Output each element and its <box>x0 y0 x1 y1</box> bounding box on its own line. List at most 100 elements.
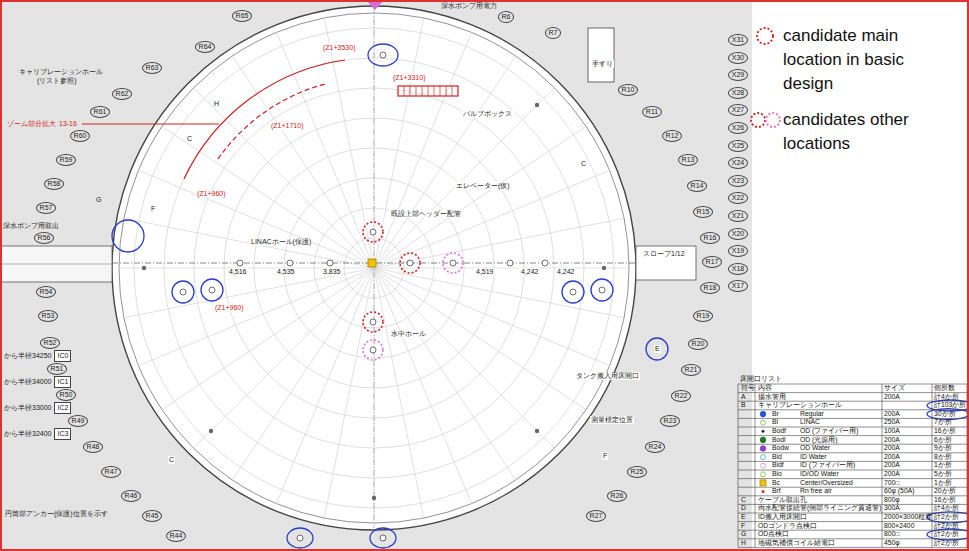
plan-label: バルブボックス <box>462 110 513 118</box>
table-cell: 800φ <box>884 496 900 505</box>
tag-text: R13 <box>682 156 695 164</box>
table-cell: E <box>741 513 746 522</box>
ring-tag: R25 <box>627 466 648 478</box>
ring-tag: R18 <box>700 282 721 294</box>
table-cell: サイズ <box>884 384 905 393</box>
plan-label: スロープ1/12 <box>642 250 686 258</box>
ring-tag: R24 <box>645 441 666 453</box>
table-cell: 個所数 <box>934 384 955 393</box>
table-cell: 計4か所 <box>934 393 959 402</box>
table-cell: 5か所 <box>934 470 952 479</box>
tag-text: X31 <box>732 36 744 44</box>
table-cell: Regular <box>800 410 824 419</box>
table-cell: 700□ <box>884 479 899 488</box>
table-cell: 計2か所 <box>934 513 959 522</box>
table-cell: 300A <box>884 504 900 513</box>
table-cell: 符号 <box>741 384 755 393</box>
table-cell: 1か所 <box>934 479 952 488</box>
table-cell: 20か所 <box>934 487 956 496</box>
radius-tag: IC2 <box>54 402 71 414</box>
tag-text: R65 <box>236 12 249 20</box>
plan-label: G <box>95 196 102 204</box>
table-cell: G <box>741 530 746 539</box>
table-cell: LINAC <box>800 418 820 427</box>
plan-label: 4,516 <box>228 268 248 276</box>
tag-text: R64 <box>199 43 212 51</box>
axis-tag: X25 <box>728 140 748 152</box>
tag-text: X19 <box>732 247 744 255</box>
plan-label: 水中ホール <box>390 330 427 338</box>
tag-text: X22 <box>732 194 744 202</box>
table-cell: 250A <box>884 418 900 427</box>
plan-label: (リスト参照) <box>36 77 78 85</box>
ring-tag: R48 <box>83 441 104 453</box>
ring-tag: R10 <box>618 84 639 96</box>
tag-text: R20 <box>692 340 705 348</box>
plan-label: 深水ポンプ用取出 <box>2 222 60 230</box>
tag-text: X18 <box>732 265 744 273</box>
radius-label: から半径33000 <box>3 404 52 412</box>
plan-label: (Z1+1710) <box>270 122 305 130</box>
tag-text: R24 <box>649 443 662 451</box>
table-cell: OD点検口 <box>758 530 789 539</box>
tag-text: R49 <box>72 417 85 425</box>
table-cell: 計103か所 <box>934 401 966 410</box>
table-cell: ID (ファイバー用) <box>800 461 855 470</box>
small-holes <box>142 103 606 500</box>
legend-text: candidates other locations <box>783 108 943 156</box>
table-cell: 揚水管用 <box>758 393 786 402</box>
tag-text: X28 <box>732 89 744 97</box>
ring-tag: R22 <box>671 390 692 402</box>
ring-tag: R15 <box>693 206 714 218</box>
plan-label: 既設上部ヘッダー配管 <box>390 210 462 218</box>
table-cell: 計2か所 <box>934 530 959 539</box>
axis-tag: X30 <box>728 52 748 64</box>
tag-text: R18 <box>704 284 717 292</box>
table-cell: Rn free air <box>800 487 832 496</box>
slope <box>636 246 696 280</box>
tank-floor <box>112 6 636 530</box>
ring-tag: R63 <box>142 62 163 74</box>
center-hole <box>368 259 376 267</box>
plan-label: 4,242 <box>520 268 540 276</box>
tag-text: R44 <box>170 532 183 540</box>
tag-text: X27 <box>732 106 744 114</box>
table-cell: ID搬入用床開口 <box>758 513 807 522</box>
plan-label: C <box>168 456 175 464</box>
plan-label: (Z1+960) <box>196 190 227 198</box>
ring-tag: R14 <box>687 180 708 192</box>
tag-text: R7 <box>549 29 558 37</box>
ring-tag: R47 <box>101 466 122 478</box>
tag-text: IC0 <box>57 352 68 360</box>
table-title: 床開口リスト <box>740 375 782 384</box>
table-cell: 16か所 <box>934 427 956 436</box>
table-cell: 200A <box>884 453 900 462</box>
table-cell: 8か所 <box>934 453 952 462</box>
table-cell: 地磁気補償コイル給電口 <box>758 539 835 548</box>
table-cell: Bl <box>772 418 778 427</box>
ring-tag: R26 <box>607 490 628 502</box>
table-cell: 16か所 <box>934 496 956 505</box>
grey-ground <box>0 0 752 551</box>
plan-label: キャリブレーションホール <box>18 68 104 76</box>
tag-text: R60 <box>74 132 87 140</box>
table-cell: Bodl <box>772 436 786 445</box>
tag-text: IC2 <box>57 404 68 412</box>
plan-label: C <box>186 135 193 143</box>
table-cell: Bid <box>772 453 782 462</box>
legend-marks <box>751 28 780 127</box>
plan-label: 3,835 <box>322 268 342 276</box>
plan-label: F <box>150 205 156 213</box>
tag-text: R57 <box>40 204 53 212</box>
plan-label: エレベーター(仮) <box>455 182 511 190</box>
tag-text: R27 <box>590 512 603 520</box>
plan-label: ゾーム部分拡大 <box>6 120 57 128</box>
table-cell: 200A <box>884 410 900 419</box>
table-cell: 450φ <box>884 539 900 548</box>
table-cell: 800×2400 <box>884 522 914 531</box>
tag-text: R23 <box>664 417 677 425</box>
table-cell: B <box>741 401 746 410</box>
plan-label: 4,242 <box>556 268 576 276</box>
axis-tag: X21 <box>728 210 748 222</box>
